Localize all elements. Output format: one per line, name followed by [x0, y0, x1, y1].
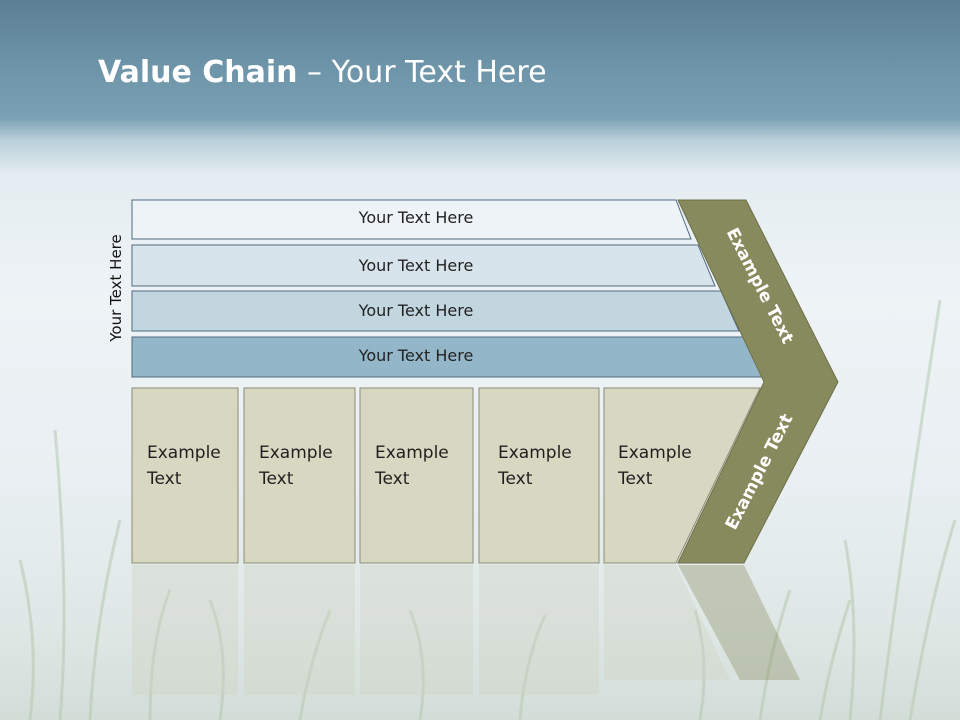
- bar-4-label: Your Text Here: [358, 346, 474, 365]
- box-4-line1: Example: [498, 443, 572, 463]
- box-1-shape: [131, 387, 239, 564]
- box-1-line2: Text: [147, 469, 182, 489]
- bar-1-label: Your Text Here: [358, 208, 474, 227]
- title-bold: Value Chain: [98, 55, 298, 90]
- box-2-line2: Text: [259, 469, 294, 489]
- title-rest: – Your Text Here: [297, 55, 547, 90]
- bar-1-shape: [131, 199, 692, 240]
- box-3-line1: Example: [375, 443, 449, 463]
- bar-3-shape: [131, 290, 740, 332]
- slide-title: Value Chain – Your Text Here: [98, 55, 547, 90]
- box-1-line1: Example: [147, 443, 221, 463]
- box-4-shape: [478, 387, 600, 564]
- bar-2-label: Your Text Here: [358, 256, 474, 275]
- box-4-line2: Text: [498, 469, 533, 489]
- box-5-line2: Text: [618, 469, 653, 489]
- bar-2-shape: [131, 244, 716, 287]
- box-5-shape: [603, 387, 761, 564]
- box-2-shape: [243, 387, 356, 564]
- reflection-shapes: [132, 565, 800, 695]
- box-2-line1: Example: [259, 443, 333, 463]
- bar-3-label: Your Text Here: [358, 301, 474, 320]
- box-3-line2: Text: [375, 469, 410, 489]
- box-5-line1: Example: [618, 443, 692, 463]
- box-3-shape: [359, 387, 474, 564]
- diagram-reflection: [0, 565, 960, 720]
- chevron-shape: [677, 199, 839, 564]
